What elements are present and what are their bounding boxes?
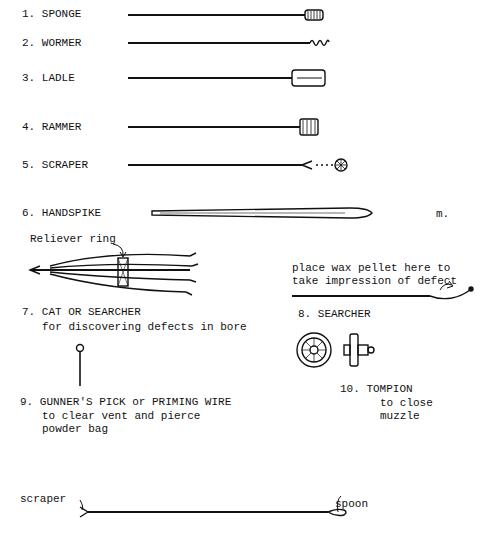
scraper-drawing xyxy=(128,159,347,171)
scraper-spoon-drawing xyxy=(80,496,346,517)
part-label: to clear vent and pierce powder bag xyxy=(42,410,214,436)
part-label: place wax pellet here to take impression… xyxy=(292,262,467,288)
sponge-drawing xyxy=(128,10,323,20)
part-label: 10. TOMPION xyxy=(340,383,413,396)
part-label: spoon xyxy=(335,498,368,511)
wormer-drawing xyxy=(128,40,329,45)
part-label: m. xyxy=(436,208,449,221)
part-label: scraper xyxy=(20,493,66,506)
part-label: for discovering defects in bore xyxy=(42,321,247,334)
cat-searcher-drawing xyxy=(30,244,198,295)
part-label: 8. SEARCHER xyxy=(298,308,371,321)
part-label: 1. SPONGE xyxy=(22,8,81,21)
part-label: 5. SCRAPER xyxy=(22,159,88,172)
part-label: to close muzzle xyxy=(380,397,442,423)
part-label: 7. CAT OR SEARCHER xyxy=(22,306,141,319)
gunners-pick-drawing xyxy=(77,345,84,387)
handspike-drawing xyxy=(152,208,372,218)
part-label: 6. HANDSPIKE xyxy=(22,207,101,220)
part-label: 9. GUNNER'S PICK or PRIMING WIRE xyxy=(20,396,231,409)
tompion-drawing xyxy=(297,333,374,367)
part-label: 3. LADLE xyxy=(22,72,75,85)
part-label: 2. WORMER xyxy=(22,37,81,50)
part-label: Reliever ring xyxy=(30,233,116,246)
rammer-drawing xyxy=(128,119,318,135)
ladle-drawing xyxy=(128,70,325,86)
part-label: 4. RAMMER xyxy=(22,121,81,134)
